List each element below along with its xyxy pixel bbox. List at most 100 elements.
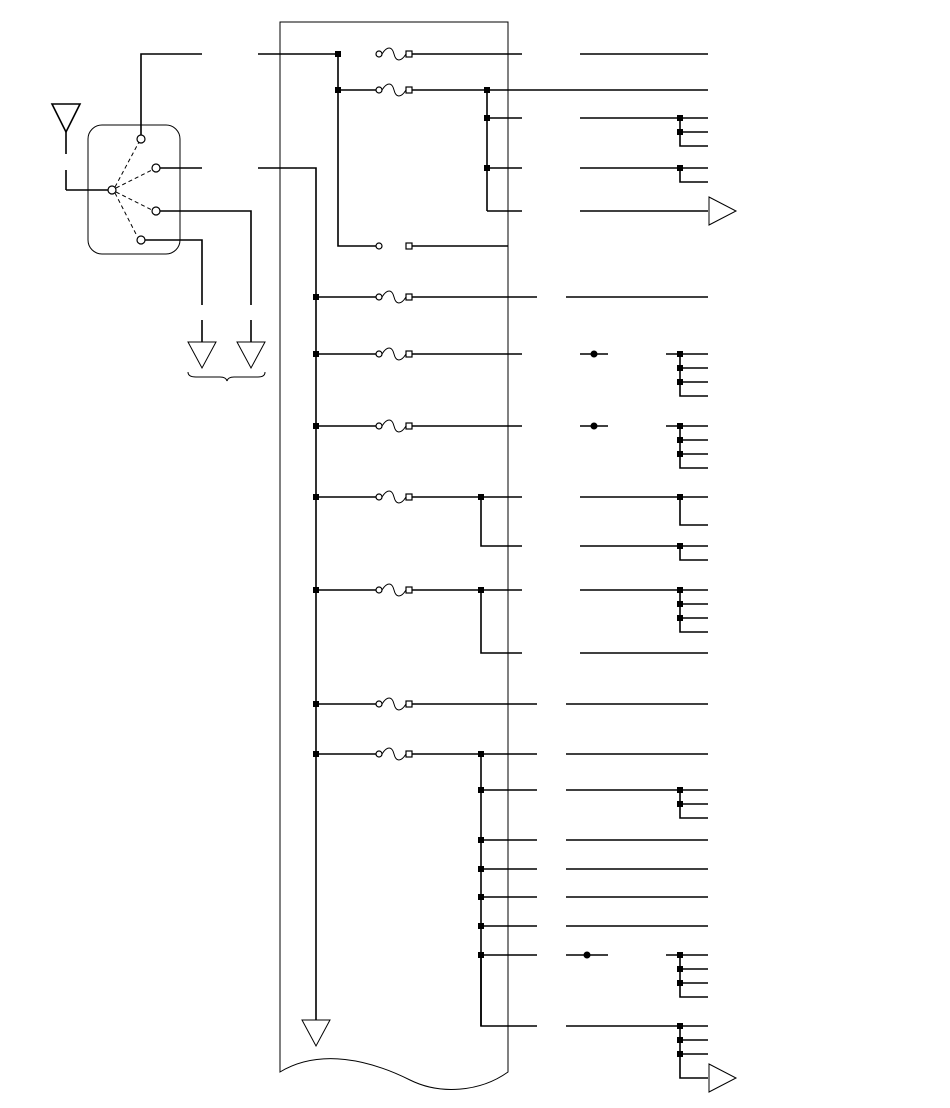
junction-dot [478, 494, 484, 500]
junction-dot [677, 801, 683, 807]
wire [480, 955, 537, 1027]
fuse-terminal [375, 422, 383, 430]
junction-dot [313, 351, 319, 357]
fuse-terminal [375, 750, 383, 758]
junction-dot [677, 980, 683, 986]
wire [679, 590, 708, 633]
fuse-terminal [375, 242, 383, 250]
fuse-terminal [375, 700, 383, 708]
junction-dot [677, 1023, 683, 1029]
fuse-terminal [405, 586, 413, 594]
junction-dot [677, 423, 683, 429]
wire [679, 497, 708, 526]
junction-dot [478, 587, 484, 593]
fuse-terminal [405, 493, 413, 501]
fuse-icon [375, 747, 413, 761]
fuse-terminal [375, 86, 383, 94]
wire [679, 955, 708, 998]
switch-output-wires [140, 53, 252, 342]
fuse-terminal [405, 86, 413, 94]
fuse-icon [375, 83, 413, 97]
fuse-terminal [405, 422, 413, 430]
fuse-link [381, 83, 407, 97]
circuit-wires [316, 53, 708, 1079]
fuse-terminal [405, 700, 413, 708]
wire [679, 354, 708, 397]
junction-dot [313, 294, 319, 300]
junction-dot [478, 837, 484, 843]
fuse-icon [375, 490, 413, 504]
continuation-group [708, 196, 738, 1093]
fuse-terminal [405, 50, 413, 58]
junction-dot [478, 894, 484, 900]
junction-dot [313, 423, 319, 429]
junction-dot [677, 1051, 683, 1057]
fuse-terminal [375, 586, 383, 594]
fuse-link [381, 347, 407, 361]
ground-arrow-icon [301, 1019, 331, 1048]
junction-dot [313, 494, 319, 500]
junction-dot [677, 451, 683, 457]
wire [679, 168, 708, 183]
continuation-arrow-icon [708, 1063, 738, 1093]
junction-dot [677, 351, 683, 357]
junction-dot [335, 87, 341, 93]
fuse-link [381, 490, 407, 504]
fuse-icon [375, 242, 413, 250]
wire [679, 118, 708, 147]
junction-dot [677, 115, 683, 121]
fuse-link [381, 419, 407, 433]
junction-dot [484, 165, 490, 171]
fuse-link [381, 747, 407, 761]
junction-group [313, 51, 683, 1057]
fuse-box-outline [279, 21, 509, 1090]
connector-dot [583, 951, 591, 959]
junction-dot [478, 751, 484, 757]
fuse-icon [375, 583, 413, 597]
junction-dot [677, 787, 683, 793]
junction-dot [313, 701, 319, 707]
junction-dot [677, 587, 683, 593]
fuse-link [381, 290, 407, 304]
junction-dot [335, 51, 341, 57]
wire [679, 1026, 708, 1079]
wire [679, 546, 708, 561]
junction-dot [484, 87, 490, 93]
wire [480, 497, 522, 547]
fuse-terminal [375, 493, 383, 501]
fuse-icon [375, 290, 413, 304]
junction-dot [677, 129, 683, 135]
fuse-terminal [405, 242, 413, 250]
junction-dot [484, 115, 490, 121]
wire [679, 790, 708, 819]
connector-dot [590, 422, 598, 430]
fuse-icon [375, 347, 413, 361]
fuse-link [381, 697, 407, 711]
fuse-terminal [405, 750, 413, 758]
junction-dot [478, 866, 484, 872]
wire [480, 590, 522, 654]
junction-dot [677, 379, 683, 385]
junction-dot [313, 587, 319, 593]
fuse-link [381, 47, 407, 61]
fuse-icon [375, 419, 413, 433]
junction-dot [677, 615, 683, 621]
junction-dot [478, 952, 484, 958]
junction-dot [677, 365, 683, 371]
junction-dot [677, 601, 683, 607]
junction-dot [677, 494, 683, 500]
continuation-arrow-icon [708, 196, 738, 226]
wire [679, 426, 708, 469]
feed-wires [258, 53, 378, 1020]
fuse-icon [375, 697, 413, 711]
ground-arrow-icon [187, 341, 266, 382]
junction-dot [677, 966, 683, 972]
fuse-group [375, 47, 413, 761]
junction-dot [478, 923, 484, 929]
junction-dot [478, 787, 484, 793]
fuse-terminal [405, 350, 413, 358]
antenna-icon [50, 103, 112, 191]
junction-dot [677, 437, 683, 443]
fuse-terminal [405, 293, 413, 301]
